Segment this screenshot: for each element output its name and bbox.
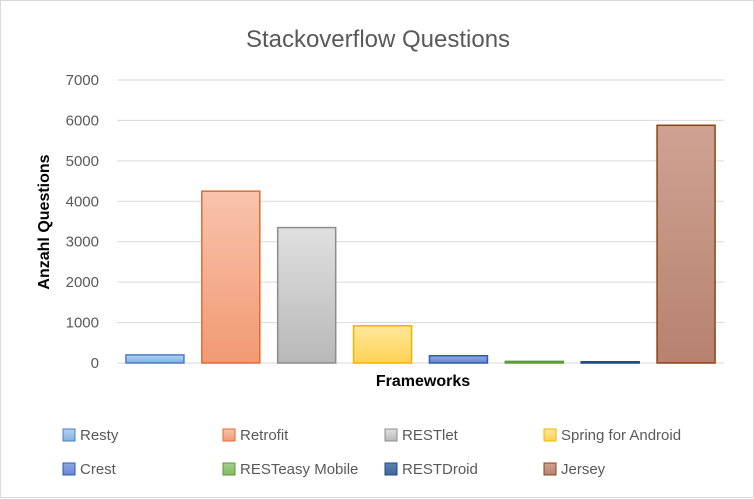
bar-resteasy-mobile [504,360,565,364]
legend-swatch [543,462,557,476]
x-axis-label: Frameworks [376,373,470,390]
legend-swatch [62,428,76,442]
legend-swatch [222,428,236,442]
legend-label: Crest [80,461,117,478]
bar-restlet [276,226,337,364]
y-axis-ticks: 0 1000 2000 3000 4000 5000 6000 7000 [66,72,99,372]
y-tick-label: 0 [91,355,99,372]
legend-swatch [384,462,398,476]
y-tick-label: 1000 [66,315,99,332]
legend-label: Retrofit [240,427,289,444]
bar-crest [428,354,489,364]
bar-retrofit [201,190,261,364]
legend-label: Jersey [561,461,606,478]
y-tick-label: 2000 [66,274,99,291]
bar-restdroid [580,361,640,364]
bars [125,124,716,364]
legend-label: RESTeasy Mobile [240,461,358,478]
y-axis-label: Anzahl Questions [36,154,53,289]
legend-label: Spring for Android [561,427,681,444]
y-tick-label: 5000 [66,153,99,170]
legend: Resty Retrofit RESTlet Spring for AndroidCr… [62,427,681,478]
y-tick-label: 4000 [66,193,99,210]
legend-swatch [222,462,236,476]
y-tick-label: 7000 [66,72,99,89]
legend-swatch [62,462,76,476]
bar-jersey [656,124,716,364]
legend-swatch [384,428,398,442]
legend-swatch [543,428,557,442]
bar-resty [125,354,185,364]
legend-label: RESTlet [402,427,459,444]
legend-label: Resty [80,427,119,444]
bar-spring-for-android [352,325,413,364]
y-tick-label: 3000 [66,234,99,251]
chart-title: Stackoverflow Questions [246,26,510,53]
y-tick-label: 6000 [66,112,99,129]
legend-label: RESTDroid [402,461,478,478]
